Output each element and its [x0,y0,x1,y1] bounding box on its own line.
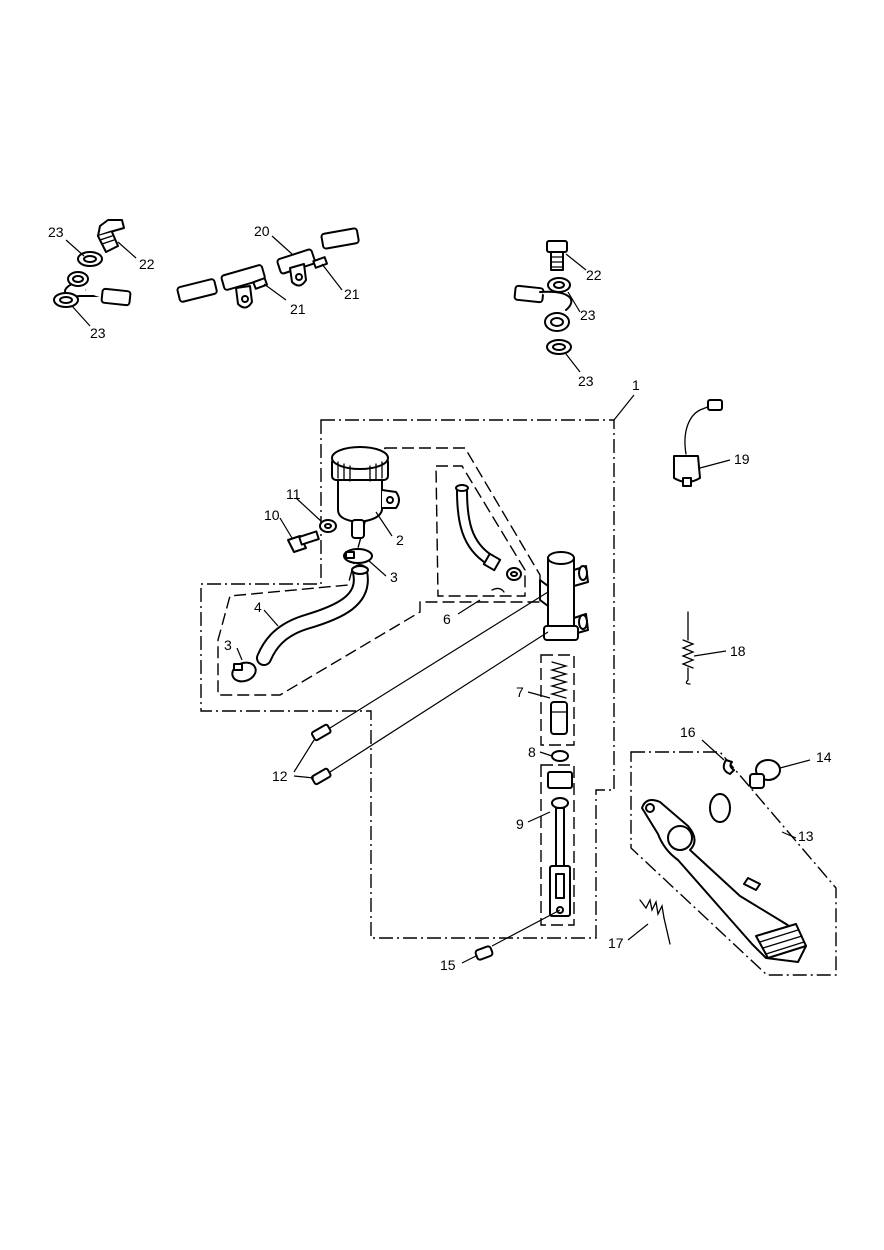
callout-16: 16 [680,724,696,740]
return-spring-lower [639,898,671,945]
callout-11: 11 [286,486,301,502]
pushrod [547,771,573,917]
callout-20: 20 [254,223,270,239]
mounting-bolts [310,591,549,786]
callout-12: 12 [272,768,288,784]
seal-ring [551,750,569,762]
callout-23-bottom-left: 23 [90,325,106,341]
hose-clip-upper [343,548,373,564]
reservoir [331,446,400,539]
callout-18: 18 [730,643,746,659]
banjo-bolt-left [97,219,125,253]
piston-spring [549,661,569,735]
brake-pedal [641,799,807,963]
callout-6: 6 [443,611,451,627]
reservoir-washer [319,519,337,533]
callout-22-right: 22 [586,267,602,283]
banjo-bolt-right [546,240,568,271]
callout-2: 2 [396,532,404,548]
callout-1: 1 [632,377,640,393]
callout-23-right-bottom: 23 [578,373,594,389]
callout-22-left: 22 [139,256,155,272]
callout-3-upper: 3 [390,569,398,585]
clevis-pin [474,909,561,961]
pushrod-kit-box [540,764,575,926]
callout-4: 4 [254,599,262,615]
callout-21-left: 21 [290,301,306,317]
elbow-hose [455,484,522,593]
callout-7: 7 [516,684,524,700]
callout-23-right-middle: 23 [580,307,596,323]
sealing-washers [53,251,572,355]
hose-kit-outline [435,465,526,597]
callout-labels: 1 2 3 3 4 6 7 8 9 10 11 12 13 14 15 16 1… [48,223,832,973]
callout-14: 14 [816,749,832,765]
brake-light-switch [673,399,723,487]
return-spring-upper [681,611,695,685]
callout-3-lower: 3 [224,637,232,653]
leader-lines [65,235,811,964]
reservoir-hose [256,564,369,666]
pivot-bolt [749,759,781,789]
callout-9: 9 [516,816,524,832]
callout-8: 8 [528,744,536,760]
pedal-bushing [709,793,731,823]
master-cylinder-body [539,551,589,641]
callout-23-top-left: 23 [48,224,64,240]
reservoir-bolt [287,530,320,553]
pedal-assembly-outline [630,751,837,976]
callout-15: 15 [440,957,456,973]
piston-kit-box [540,654,575,746]
hose-clip-lower [231,661,257,683]
master-cylinder-assembly-outline [200,419,615,939]
reservoir-kit-outline [217,447,541,696]
callout-10: 10 [264,507,280,523]
retaining-clip [722,759,735,775]
callout-21-right: 21 [344,286,360,302]
callout-13: 13 [798,828,814,844]
callout-19: 19 [734,451,750,467]
callout-17: 17 [608,935,624,951]
brake-hose-assembly [64,227,573,332]
